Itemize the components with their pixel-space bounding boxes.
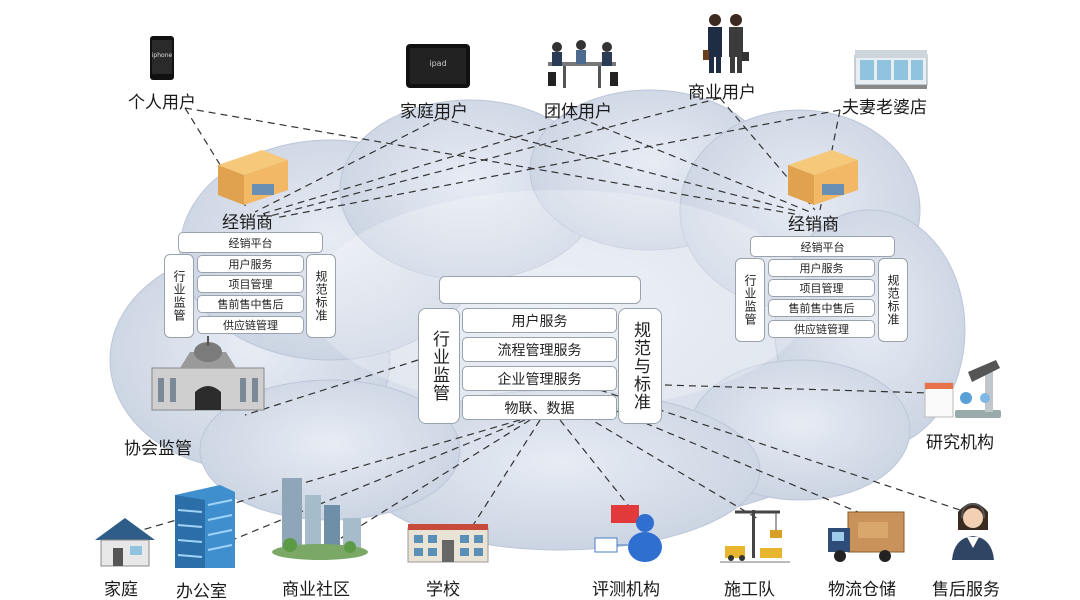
center-service-3: 物联、数据	[462, 395, 617, 420]
construction-team-label: 施工队	[724, 580, 775, 600]
office-tower-icon	[175, 485, 235, 568]
right-dealer-title: 经销商	[788, 215, 839, 235]
center-platform-header	[439, 276, 641, 304]
left-dealer-service-1: 项目管理	[197, 275, 304, 293]
right-dealer-service-2: 售前售中售后	[768, 299, 875, 317]
right-dealer-service-1: 项目管理	[768, 279, 875, 297]
right-dealer-service-3: 供应链管理	[768, 320, 875, 338]
logistics-label: 物流仓储	[828, 580, 896, 600]
handshake-icon	[703, 14, 749, 73]
left-dealer-title: 经销商	[222, 213, 273, 233]
microscope-icon	[924, 360, 1001, 418]
right-dealer-standards: 规范标准	[878, 258, 908, 342]
evaluation-org-icon	[594, 505, 662, 562]
business-user-label: 商业用户	[688, 83, 756, 103]
phone-screen-label: iphone	[151, 52, 173, 59]
construction-crane-icon	[720, 510, 790, 563]
school-icon	[407, 524, 489, 563]
left-dealer-platform: 经销平台	[178, 232, 323, 253]
center-service-1: 流程管理服务	[462, 337, 617, 362]
right-dealer-platform: 经销平台	[750, 236, 895, 257]
center-service-0: 用户服务	[462, 308, 617, 333]
right-dealer-service-0: 用户服务	[768, 259, 875, 277]
evaluation-org-label: 评测机构	[592, 580, 660, 600]
after-sales-label: 售后服务	[932, 580, 1000, 600]
warehouse-icon-right	[788, 150, 858, 205]
tablet-screen-label: ipad	[429, 59, 447, 68]
left-dealer-service-2: 售前售中售后	[197, 295, 304, 313]
left-dealer-regulation: 行业监管	[164, 254, 194, 338]
family-user-label: 家庭用户	[400, 102, 468, 122]
phone-icon	[150, 36, 174, 80]
left-dealer-service-0: 用户服务	[197, 255, 304, 273]
office-label: 办公室	[176, 582, 227, 600]
business-district-label: 商业社区	[282, 580, 350, 600]
group-user-label: 团体用户	[544, 102, 612, 122]
business-district-icon	[272, 478, 368, 560]
center-standards: 规范与标准	[618, 308, 662, 424]
tablet-icon	[406, 44, 470, 88]
left-dealer-service-3: 供应链管理	[197, 316, 304, 334]
delivery-truck-icon	[828, 511, 905, 562]
center-regulation: 行业监管	[418, 308, 460, 424]
left-dealer-standards: 规范标准	[306, 254, 336, 338]
government-building-icon	[151, 336, 265, 411]
personal-user-label: 个人用户	[128, 93, 196, 113]
home-label: 家庭	[104, 580, 138, 600]
meeting-icon	[548, 40, 618, 88]
mom-and-pop-store-label: 夫妻老婆店	[842, 98, 927, 118]
storefront-icon	[854, 50, 928, 89]
right-dealer-regulation: 行业监管	[735, 258, 765, 342]
research-label: 研究机构	[926, 433, 994, 453]
customer-service-icon	[952, 502, 994, 560]
house-icon	[95, 518, 155, 567]
center-service-2: 企业管理服务	[462, 366, 617, 391]
association-label: 协会监管	[124, 439, 192, 459]
warehouse-icon-left	[218, 150, 288, 205]
school-label: 学校	[426, 580, 460, 600]
